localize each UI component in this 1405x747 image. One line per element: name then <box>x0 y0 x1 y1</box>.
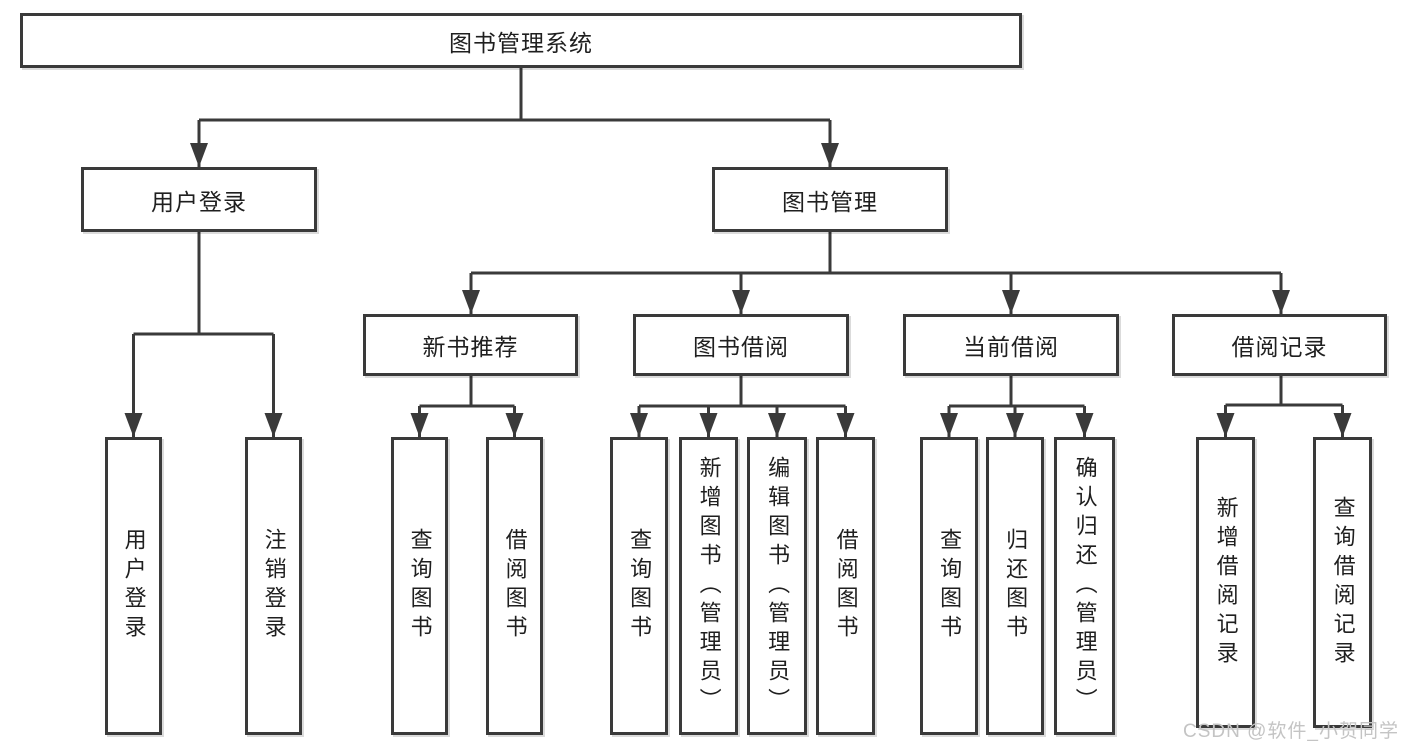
leaf-query-book-1-label: 查询图书 <box>407 528 433 644</box>
node-current-borrow: 当前借阅 <box>903 314 1119 376</box>
leaf-logout: 注销登录 <box>245 437 302 735</box>
leaf-query-borrow-record-label: 查询借阅记录 <box>1330 495 1356 670</box>
leaf-return-book: 归还图书 <box>986 437 1044 735</box>
leaf-add-book-admin-label: 新增图书（管理员） <box>696 455 722 717</box>
node-new-book-recommend-label: 新书推荐 <box>422 334 519 360</box>
leaf-query-book-3: 查询图书 <box>920 437 978 735</box>
leaf-return-book-label: 归还图书 <box>1003 528 1029 644</box>
node-book-borrow: 图书借阅 <box>633 314 849 376</box>
leaf-add-borrow-record: 新增借阅记录 <box>1196 437 1255 728</box>
leaf-edit-book-admin-label: 编辑图书（管理员） <box>765 455 791 717</box>
leaf-user-login: 用户登录 <box>105 437 162 735</box>
leaf-confirm-return-admin-label: 确认归还（管理员） <box>1072 455 1098 717</box>
csdn-watermark: CSDN @软件_小贺同学 <box>1183 721 1399 742</box>
leaf-borrow-book-2: 借阅图书 <box>816 437 875 735</box>
leaf-query-book-1: 查询图书 <box>391 437 448 735</box>
node-user-login-label: 用户登录 <box>151 188 247 215</box>
leaf-borrow-book-1: 借阅图书 <box>486 437 543 735</box>
node-book-management-label: 图书管理 <box>782 188 878 215</box>
node-root-label: 图书管理系统 <box>449 29 593 56</box>
node-book-borrow-label: 图书借阅 <box>693 334 789 360</box>
leaf-add-borrow-record-label: 新增借阅记录 <box>1213 495 1239 670</box>
leaf-add-book-admin: 新增图书（管理员） <box>679 437 738 735</box>
leaf-borrow-book-2-label: 借阅图书 <box>833 528 859 644</box>
leaf-user-login-label: 用户登录 <box>121 528 147 644</box>
node-root: 图书管理系统 <box>20 13 1022 68</box>
leaf-confirm-return-admin: 确认归还（管理员） <box>1054 437 1115 735</box>
leaf-query-borrow-record: 查询借阅记录 <box>1313 437 1372 728</box>
leaf-query-book-2-label: 查询图书 <box>627 528 653 644</box>
leaf-borrow-book-1-label: 借阅图书 <box>502 528 528 644</box>
node-borrow-records: 借阅记录 <box>1172 314 1387 376</box>
leaf-logout-label: 注销登录 <box>261 528 287 644</box>
node-borrow-records-label: 借阅记录 <box>1231 334 1328 360</box>
leaf-edit-book-admin: 编辑图书（管理员） <box>747 437 807 735</box>
node-user-login: 用户登录 <box>81 167 317 232</box>
node-new-book-recommend: 新书推荐 <box>363 314 578 376</box>
leaf-query-book-3-label: 查询图书 <box>937 528 963 644</box>
node-book-management: 图书管理 <box>712 167 948 232</box>
node-current-borrow-label: 当前借阅 <box>963 334 1059 360</box>
leaf-query-book-2: 查询图书 <box>610 437 668 735</box>
